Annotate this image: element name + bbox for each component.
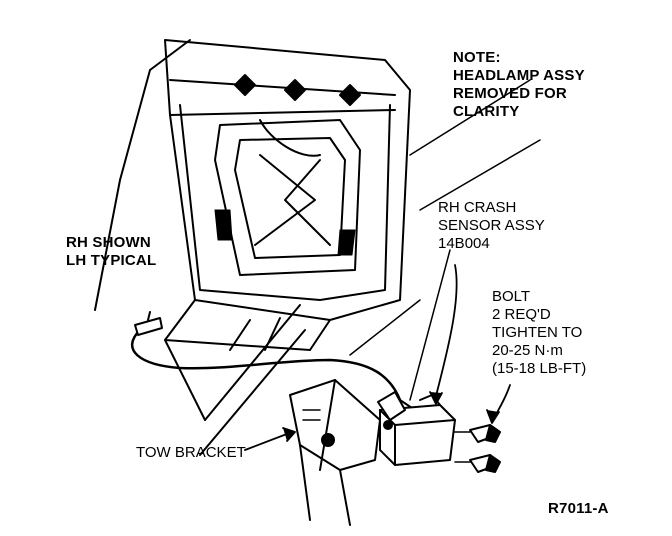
sensor-label-line-3: 14B004 [438, 235, 490, 252]
tow-bracket-shape [289, 379, 381, 526]
note-line-2: HEADLAMP ASSY [453, 67, 585, 84]
side-note-label: RH SHOWN LH TYPICAL [66, 234, 156, 270]
figure-code: R7011-A [548, 500, 609, 517]
note-line-4: CLARITY [453, 103, 520, 120]
bolts [454, 424, 501, 473]
lower-floor [164, 299, 331, 421]
bolt-label-line-5: (15-18 LB-FT) [492, 360, 587, 377]
wiring-harness [131, 311, 416, 411]
side-note-line-1: RH SHOWN [66, 234, 151, 251]
crash-sensor-shape [377, 391, 456, 466]
note-line-3: REMOVED FOR [453, 85, 567, 102]
bolt-label: BOLT 2 REQ'D TIGHTEN TO 20-25 N·m (15-18… [492, 288, 586, 378]
side-note-line-2: LH TYPICAL [66, 252, 157, 269]
note-line-1: NOTE: [453, 49, 501, 66]
headlamp-pocket [214, 119, 361, 276]
bolt-label-line-2: 2 REQ'D [492, 306, 551, 323]
sensor-label-line-1: RH CRASH [438, 199, 517, 216]
headlamp-panel [164, 39, 411, 321]
body-outline [94, 39, 541, 456]
tow-bracket-label: TOW BRACKET [136, 444, 246, 461]
sensor-label: RH CRASH SENSOR ASSY 14B004 [438, 199, 545, 253]
bolt-label-line-3: TIGHTEN TO [492, 324, 583, 341]
bolt-label-line-1: BOLT [492, 288, 531, 305]
sensor-label-line-2: SENSOR ASSY [438, 217, 545, 234]
note-label: NOTE: HEADLAMP ASSY REMOVED FOR CLARITY [453, 49, 585, 121]
bolt-label-line-4: 20-25 N·m [492, 342, 563, 359]
leader-lines [244, 264, 511, 451]
